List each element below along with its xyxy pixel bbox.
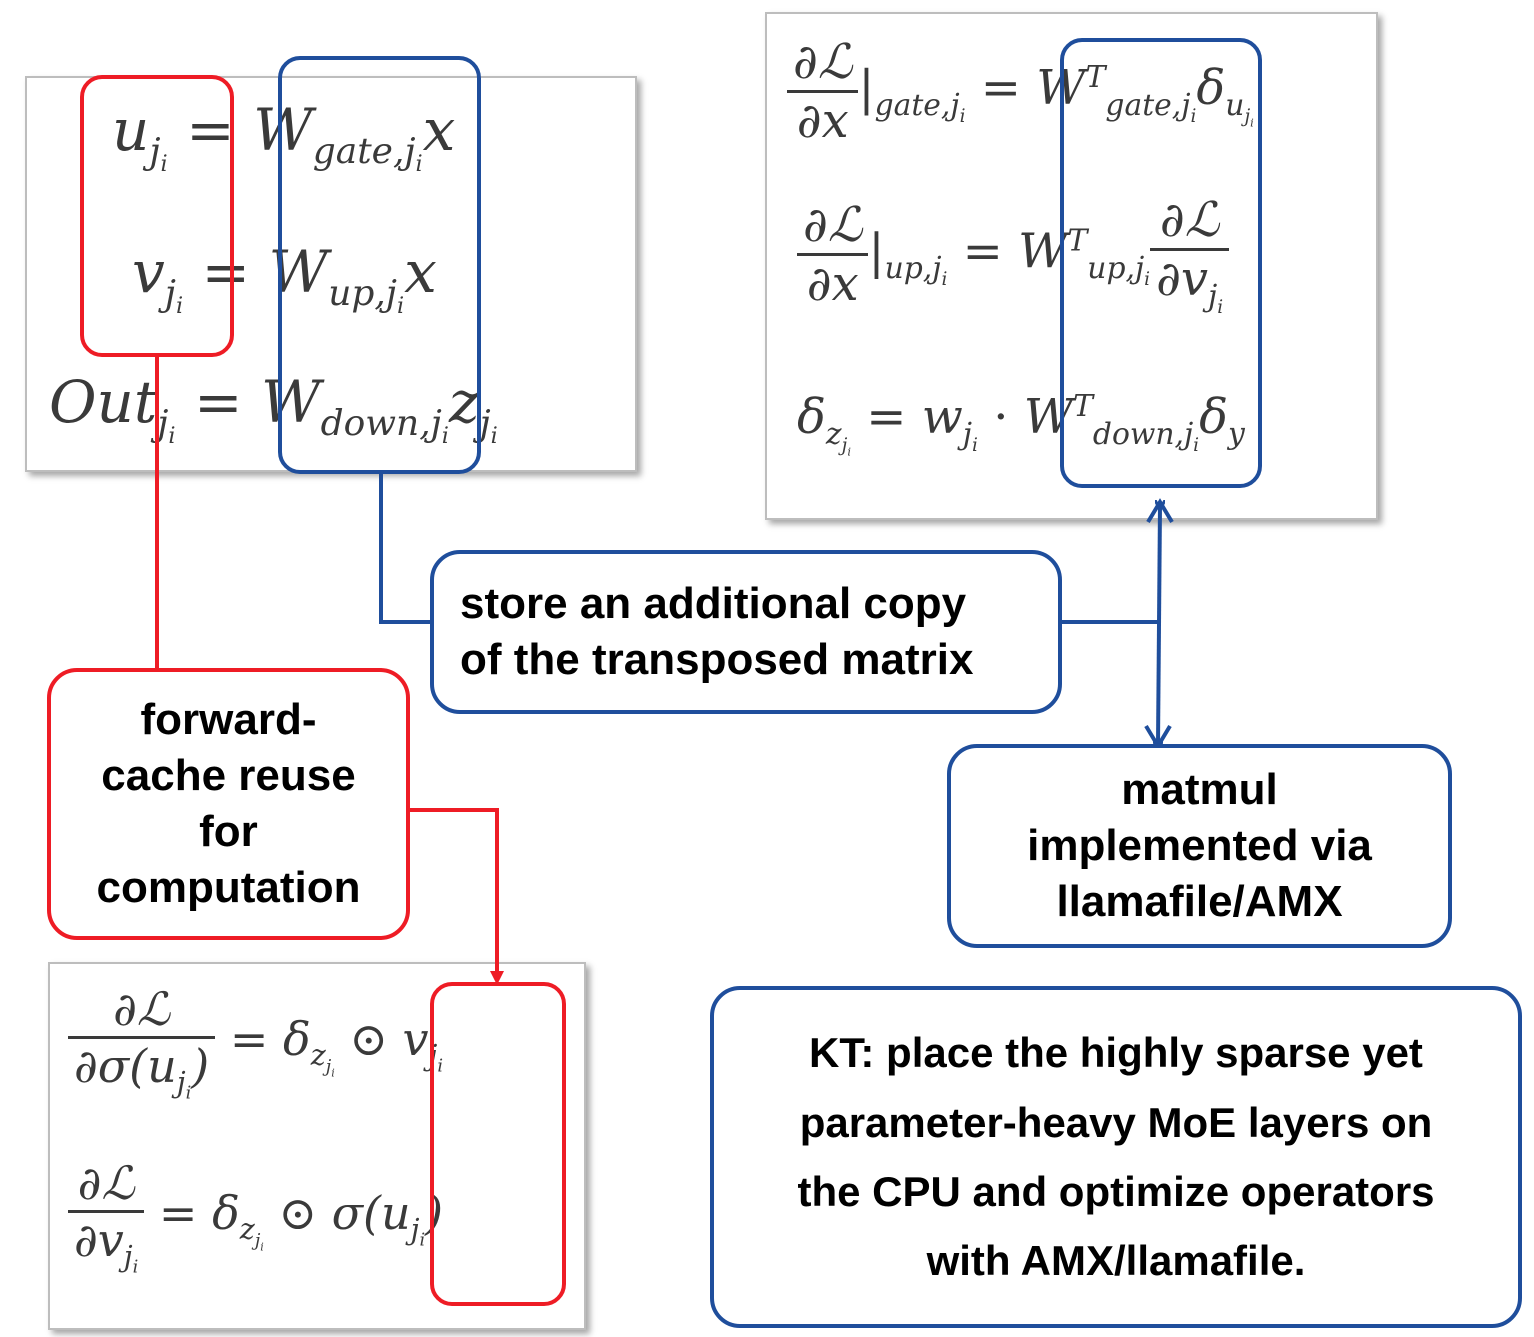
blue-connector-left [379,474,432,624]
gradient-equations-panel: ∂ℒ∂σ(uji) = δzji ⊙ vji ∂ℒ∂vji = δzji ⊙ σ… [48,962,586,1330]
forward-cache-line-4: computation [96,862,361,912]
red-arrow [408,808,504,985]
matmul-line-3: llamafile/AMX [1056,876,1343,926]
blue-double-arrow [1158,505,1160,745]
store-copy-line-1: store an additional copy [460,579,967,629]
equation-out: Outji = Wdown,jizji [49,368,498,449]
equation-dL-dv: ∂ℒ∂vji = δzji ⊙ σ(uji) [68,1156,443,1278]
kt-summary-callout: KT: place the highly sparse yet paramete… [710,986,1522,1328]
kt-line-1: KT: place the highly sparse yet [809,1029,1423,1077]
equation-dL-dx-up: ∂ℒ∂x|up,ji = WTup,ji∂ℒ∂vji [797,192,1230,318]
store-copy-callout: store an additional copy of the transpos… [430,550,1062,714]
matmul-line-2: implemented via [1027,821,1372,871]
kt-line-2: parameter-heavy MoE layers on [799,1098,1433,1146]
backward-equations-panel: ∂ℒ∂x|gate,ji = WTgate,jiδuji ∂ℒ∂x|up,ji … [765,12,1378,520]
equation-v: vji = Wup,jix [132,238,437,319]
forward-equations-panel: uji = Wgate,jix vji = Wup,jix Outji = Wd… [25,76,637,472]
store-copy-line-2: of the transposed matrix [460,635,974,684]
kt-line-4: with AMX/llamafile. [926,1237,1306,1285]
matmul-line-1: matmul [1121,765,1278,815]
equation-u: uji = Wgate,jix [112,96,456,177]
forward-cache-highlight [80,75,234,357]
transposed-weights-highlight [1060,38,1262,488]
forward-cache-line-2: cache reuse [101,751,356,801]
forward-weights-highlight [278,56,481,474]
equation-delta-z: δzji = wji · WTdown,jiδy [797,389,1245,459]
forward-cache-line-3: for [199,807,258,856]
matmul-callout: matmul implemented via llamafile/AMX [947,744,1452,948]
forward-cache-callout: forward- cache reuse for computation [47,668,410,940]
kt-line-3: the CPU and optimize operators [797,1168,1435,1215]
forward-cache-line-1: forward- [140,695,317,745]
equation-dL-dx-gate: ∂ℒ∂x|gate,ji = WTgate,jiδuji [787,34,1254,149]
